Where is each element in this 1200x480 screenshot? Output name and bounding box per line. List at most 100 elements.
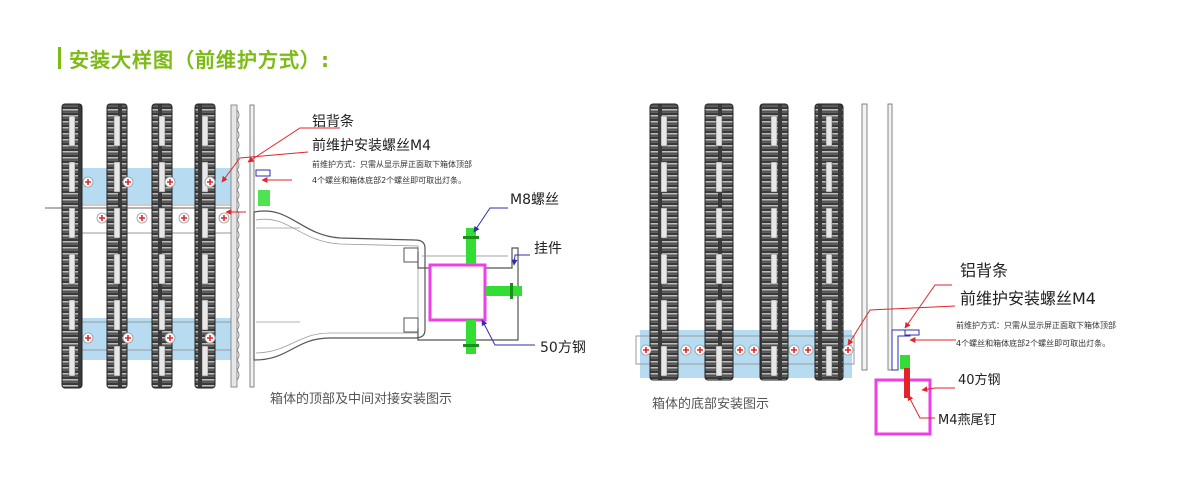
leader-aluminum-strip-right [904,284,952,329]
left-diagram: 铝背条 前维护安装螺丝M4 前维护方式：只需从显示屏正面取下箱体顶部 4个螺丝和… [45,103,586,407]
led-module [660,253,668,285]
led-module [68,207,76,239]
connector-cross [845,347,851,353]
label-m8: M8螺丝 [510,192,559,208]
leader-m8 [473,207,508,233]
title-accent-bar [58,47,61,69]
led-module [201,253,209,285]
connector-cross [751,347,757,353]
connector-cross [125,179,131,185]
led-module [770,345,778,377]
led-module [715,115,723,147]
aluminum-back-strip-right [887,103,893,371]
led-module [201,299,209,331]
led-strips-left [61,103,216,389]
beam-profile [253,210,426,361]
led-module [158,253,166,285]
m8-bolt-bottom [466,320,476,354]
connector-cross [207,335,213,341]
m8-nut-bottom [463,344,479,347]
bottom-bracket-green [900,355,910,369]
led-module [715,207,723,239]
page-title: 安装大样图（前维护方式）: [69,47,330,72]
module-frame-bottom-right [635,335,855,365]
led-module [113,253,121,285]
side-frame-ridges [236,109,240,381]
led-module [660,161,668,193]
top-bracket [255,169,271,177]
label-aluminum-strip-right: 铝背条 [960,261,1008,280]
m8-bolt-side [486,286,522,296]
led-module [660,299,668,331]
led-module [68,115,76,147]
m8-nut-side [510,283,513,299]
note-line-2: 4个螺丝和箱体底部2个螺丝即可取出灯条。 [312,175,466,185]
led-module [158,299,166,331]
led-module [158,161,166,193]
bottom-bracket-cap [904,329,920,336]
connector-cross [167,179,173,185]
side-frame-left [230,104,238,388]
title-bar: 安装大样图（前维护方式）: [58,45,330,72]
led-module [825,115,833,147]
led-module [158,115,166,147]
connector-cross [139,215,145,221]
led-module [770,115,778,147]
note-right-line-1: 前维护方式：只需从显示屏正面取下箱体顶部 [956,320,1116,330]
led-module [770,299,778,331]
m8-nut-top [463,236,479,239]
connector-cross [181,215,187,221]
led-module [158,345,166,377]
label-aluminum-strip: 铝背条 [312,113,354,130]
label-steel40: 40方钢 [958,372,1001,388]
led-module [825,207,833,239]
leader-m4-nail [907,394,935,419]
led-module [660,115,668,147]
led-module [770,207,778,239]
connector-cross [85,179,91,185]
led-module [715,299,723,331]
leader-steel40 [921,386,955,393]
led-strip [194,103,216,389]
led-strip [704,103,734,381]
led-module [201,115,209,147]
led-module [68,345,76,377]
caption-right: 箱体的底部安装图示 [652,396,769,412]
connector-cross [207,179,213,185]
led-module [770,161,778,193]
connector-cross [805,347,811,353]
connector-cross [791,347,797,353]
label-front-screw: 前维护安装螺丝M4 [312,137,431,154]
leader-front-screw-right [847,305,956,346]
led-module [158,207,166,239]
label-steel50: 50方钢 [540,340,586,356]
led-module [660,345,668,377]
led-module [660,207,668,239]
led-module [201,161,209,193]
steel-40-square [874,378,932,436]
led-strip [61,103,83,389]
led-module [113,207,121,239]
right-diagram: 铝背条 前维护安装螺丝M4 前维护方式：只需从显示屏正面取下箱体顶部 4个螺丝和… [635,103,1116,436]
led-module [715,253,723,285]
leader-front-screw [221,151,309,183]
connector-cross [683,347,689,353]
m4-dovetail-nail [904,368,910,398]
beam-profile-inner [255,218,419,354]
led-module [770,253,778,285]
led-module [68,253,76,285]
connector-markers-right [640,344,854,356]
connector-cross [643,347,649,353]
connector-cross [125,335,131,341]
leader-aluminum-strip [247,127,340,163]
led-module [825,345,833,377]
led-module [825,299,833,331]
led-module [68,299,76,331]
led-strip [759,103,789,381]
led-module [113,299,121,331]
led-module [825,161,833,193]
connector-cross [697,347,703,353]
note-line-1: 前维护方式：只需从显示屏正面取下箱体顶部 [312,159,472,169]
connector-cross [737,347,743,353]
